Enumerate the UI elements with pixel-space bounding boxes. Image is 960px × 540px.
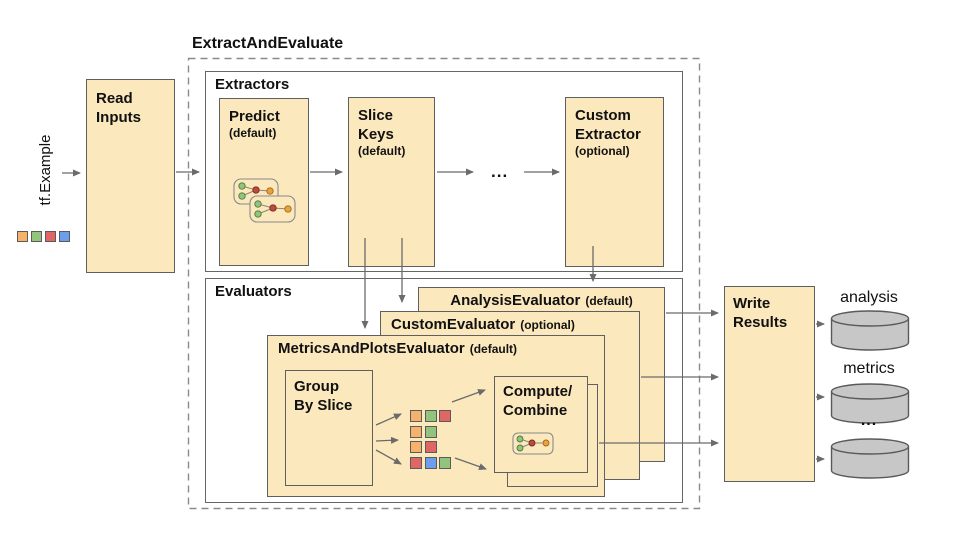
extractors-ellipsis: ... bbox=[491, 162, 509, 181]
custom-extractor-label-line1: Custom bbox=[575, 107, 631, 124]
example-square bbox=[439, 410, 451, 422]
read-inputs-box: Read Inputs bbox=[86, 79, 175, 273]
group-by-slice-box: Group By Slice bbox=[285, 370, 373, 486]
example-square bbox=[424, 456, 437, 469]
combine-graph-icon bbox=[512, 432, 554, 455]
more-outputs-ellipsis: ... bbox=[860, 412, 878, 429]
compute-combine-box: Compute/ Combine bbox=[494, 376, 588, 473]
slice-group-row bbox=[410, 456, 451, 469]
tf-example-label: tf.Example bbox=[37, 134, 54, 206]
input-example-squares bbox=[17, 231, 70, 242]
database-icon bbox=[830, 438, 910, 479]
analysis-evaluator-label: AnalysisEvaluator bbox=[450, 292, 581, 309]
predict-qualifier: (default) bbox=[229, 126, 277, 140]
slice-keys-label-line1: Slice bbox=[358, 107, 394, 124]
predict-extractor-box: Predict (default) bbox=[219, 98, 309, 266]
predict-label: Predict bbox=[229, 108, 280, 125]
example-square bbox=[410, 410, 422, 422]
example-square bbox=[410, 425, 422, 438]
diagram-title: ExtractAndEvaluate bbox=[192, 35, 344, 52]
group-by-slice-label-line1: Group bbox=[294, 378, 339, 395]
compute-combine-label-line1: Compute/ bbox=[503, 383, 573, 400]
slice-group-row bbox=[410, 425, 451, 438]
write-results-box: Write Results bbox=[724, 286, 815, 482]
evaluators-section-label: Evaluators bbox=[215, 283, 292, 300]
database-icon bbox=[830, 383, 910, 424]
example-square bbox=[424, 410, 437, 422]
read-inputs-label-line2: Inputs bbox=[96, 109, 141, 126]
custom-evaluator-qualifier: (optional) bbox=[520, 318, 575, 332]
sliced-examples bbox=[410, 410, 451, 469]
example-square bbox=[31, 231, 42, 242]
analysis-evaluator-qualifier: (default) bbox=[585, 294, 633, 308]
write-results-label-line2: Results bbox=[733, 314, 788, 331]
example-square bbox=[59, 231, 70, 242]
metrics-output-label: metrics bbox=[843, 360, 895, 377]
example-square bbox=[410, 441, 422, 453]
group-by-slice-label-line2: By Slice bbox=[294, 397, 353, 414]
example-square bbox=[410, 456, 422, 469]
slice-keys-label-line2: Keys bbox=[358, 126, 394, 143]
extractors-section-label: Extractors bbox=[215, 76, 290, 93]
custom-extractor-qualifier: (optional) bbox=[575, 144, 630, 158]
metrics-and-plots-evaluator-qualifier: (default) bbox=[469, 342, 518, 356]
example-square bbox=[45, 231, 56, 242]
example-square bbox=[424, 441, 437, 453]
example-square bbox=[439, 456, 451, 469]
slice-group-row bbox=[410, 441, 451, 453]
slice-keys-qualifier: (default) bbox=[358, 144, 406, 158]
compute-combine-label-line2: Combine bbox=[503, 402, 568, 419]
example-square bbox=[424, 425, 437, 438]
custom-evaluator-label: CustomEvaluator bbox=[391, 316, 516, 333]
read-inputs-label-line1: Read bbox=[96, 90, 133, 107]
model-graph-icon bbox=[233, 178, 296, 223]
slice-keys-extractor-box: Slice Keys (default) bbox=[348, 97, 435, 267]
analysis-output-label: analysis bbox=[840, 289, 898, 306]
write-results-label-line1: Write bbox=[733, 295, 771, 312]
database-icon bbox=[830, 310, 910, 351]
metrics-and-plots-evaluator-label: MetricsAndPlotsEvaluator bbox=[278, 340, 465, 357]
custom-extractor-label-line2: Extractor bbox=[575, 126, 641, 143]
example-square bbox=[17, 231, 28, 242]
custom-extractor-box: Custom Extractor (optional) bbox=[565, 97, 664, 267]
slice-group-row bbox=[410, 410, 451, 422]
